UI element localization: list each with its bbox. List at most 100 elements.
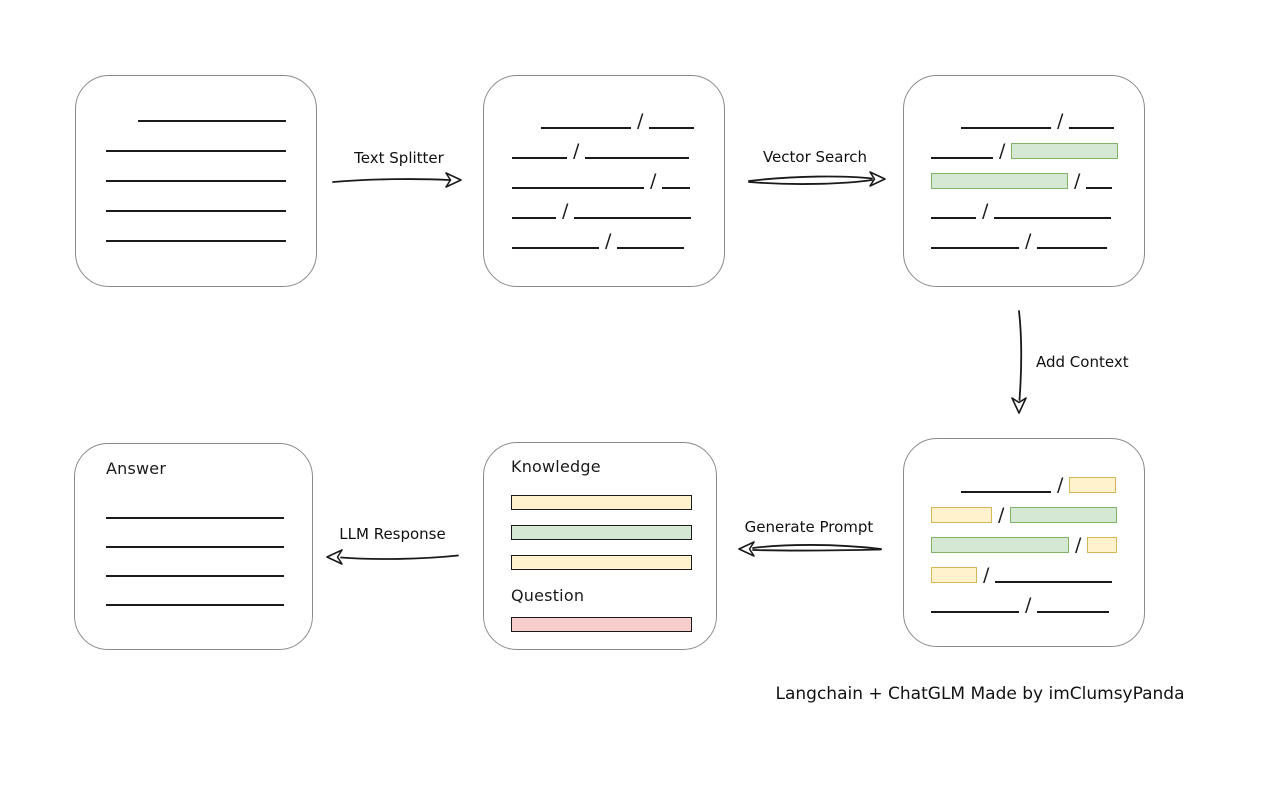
text-line [106,516,284,519]
placeholder-row [106,92,316,122]
add-context-arrowhead [1011,397,1027,414]
text-line [106,209,286,212]
slash-separator: / [650,170,657,192]
placeholder-row [106,490,284,519]
placeholder-row: / [512,219,724,252]
placeholder-row: / [512,129,724,162]
text-line [138,119,286,122]
text-splitter-arrow [332,178,450,183]
placeholder-row [106,548,284,577]
indent-gap [512,128,541,129]
indent-gap [931,128,961,129]
yellow-highlight-chunk [1069,477,1117,493]
llm-response-arrowhead [326,549,343,565]
placeholder-row [106,152,316,182]
text-line [961,126,1051,129]
slash-separator: / [983,564,990,586]
split-chunks-lines: / / / / / [484,76,724,252]
prompt-node: Knowledge Question [483,442,717,650]
text-line [512,246,599,249]
text-line [512,156,567,159]
slash-separator: / [1074,170,1081,192]
text-line [961,490,1051,493]
placeholder-row: / [931,523,1144,556]
placeholder-row: / [931,129,1144,161]
text-line [662,186,691,189]
vector-search-edge-label: Vector Search [762,148,868,166]
text-line [574,216,692,219]
text-line [585,156,690,159]
slash-separator: / [1025,594,1032,616]
text-line [106,545,284,548]
text-line [931,216,976,219]
placeholder-row [106,182,316,212]
yellow-highlight-chunk [1087,537,1118,553]
placeholder-row: / [931,583,1144,616]
text-line [1086,186,1113,189]
text-line [994,216,1112,219]
placeholder-row: / [512,99,724,132]
text-line [931,156,993,159]
slash-separator: / [998,504,1005,526]
placeholder-row: / [512,159,724,192]
slash-separator: / [562,200,569,222]
add-context-edge-label: Add Context [1036,353,1129,371]
vector-search-arrowhead [869,171,886,187]
placeholder-row: / [931,553,1144,586]
text-line [106,179,286,182]
answer-lines [106,490,284,606]
knowledge-bars [511,495,692,570]
generate-prompt-arrowhead [738,541,755,557]
red-bar [511,617,692,632]
slash-separator: / [1025,230,1032,252]
text-line [106,603,284,606]
placeholder-row [106,212,316,242]
green-bar [511,525,692,540]
vector-search-arrow-2 [748,179,873,185]
text-line [1037,246,1108,249]
vector-search-arrow [748,175,873,182]
vector-matches-node: ///// [903,75,1145,287]
text-line [931,610,1019,613]
placeholder-row [106,577,284,606]
yellow-highlight-chunk [931,567,977,583]
answer-label: Answer [106,459,167,478]
text-splitter-arrowhead [445,172,462,188]
placeholder-row: / [931,463,1144,495]
slash-separator: / [605,230,612,252]
answer-node: Answer [74,443,313,650]
placeholder-row [106,519,284,548]
generate-prompt-arrow-2 [752,548,882,552]
context-lines: / / / / / [904,439,1144,616]
placeholder-row: / [931,159,1144,192]
slash-separator: / [637,110,644,132]
placeholder-row [106,122,316,152]
green-highlight-chunk [931,173,1068,189]
slash-separator: / [982,200,989,222]
slash-separator: / [1075,534,1082,556]
text-line [1069,126,1115,129]
text-line [995,580,1113,583]
diagram-caption: Langchain + ChatGLM Made by imClumsyPand… [775,684,1185,704]
text-line [931,246,1019,249]
green-highlight-chunk [1010,507,1118,523]
text-line [1037,610,1110,613]
vector-matches-lines: ///// [904,76,1144,252]
llm-response-arrow [340,554,459,560]
green-highlight-chunk [1011,143,1119,159]
text-line [617,246,685,249]
indent-gap [931,492,961,493]
text-splitter-edge-label: Text Splitter [354,149,444,167]
green-highlight-chunk [931,537,1069,553]
question-label: Question [511,586,585,605]
yellow-highlight-chunk [931,507,992,523]
placeholder-row: / [512,189,724,222]
placeholder-row: / [931,493,1144,526]
add-context-arrow [1018,310,1023,401]
slash-separator: / [1057,110,1064,132]
question-bars [511,617,692,632]
slash-separator: / [573,140,580,162]
placeholder-row: / [931,189,1144,222]
text-line [106,149,286,152]
